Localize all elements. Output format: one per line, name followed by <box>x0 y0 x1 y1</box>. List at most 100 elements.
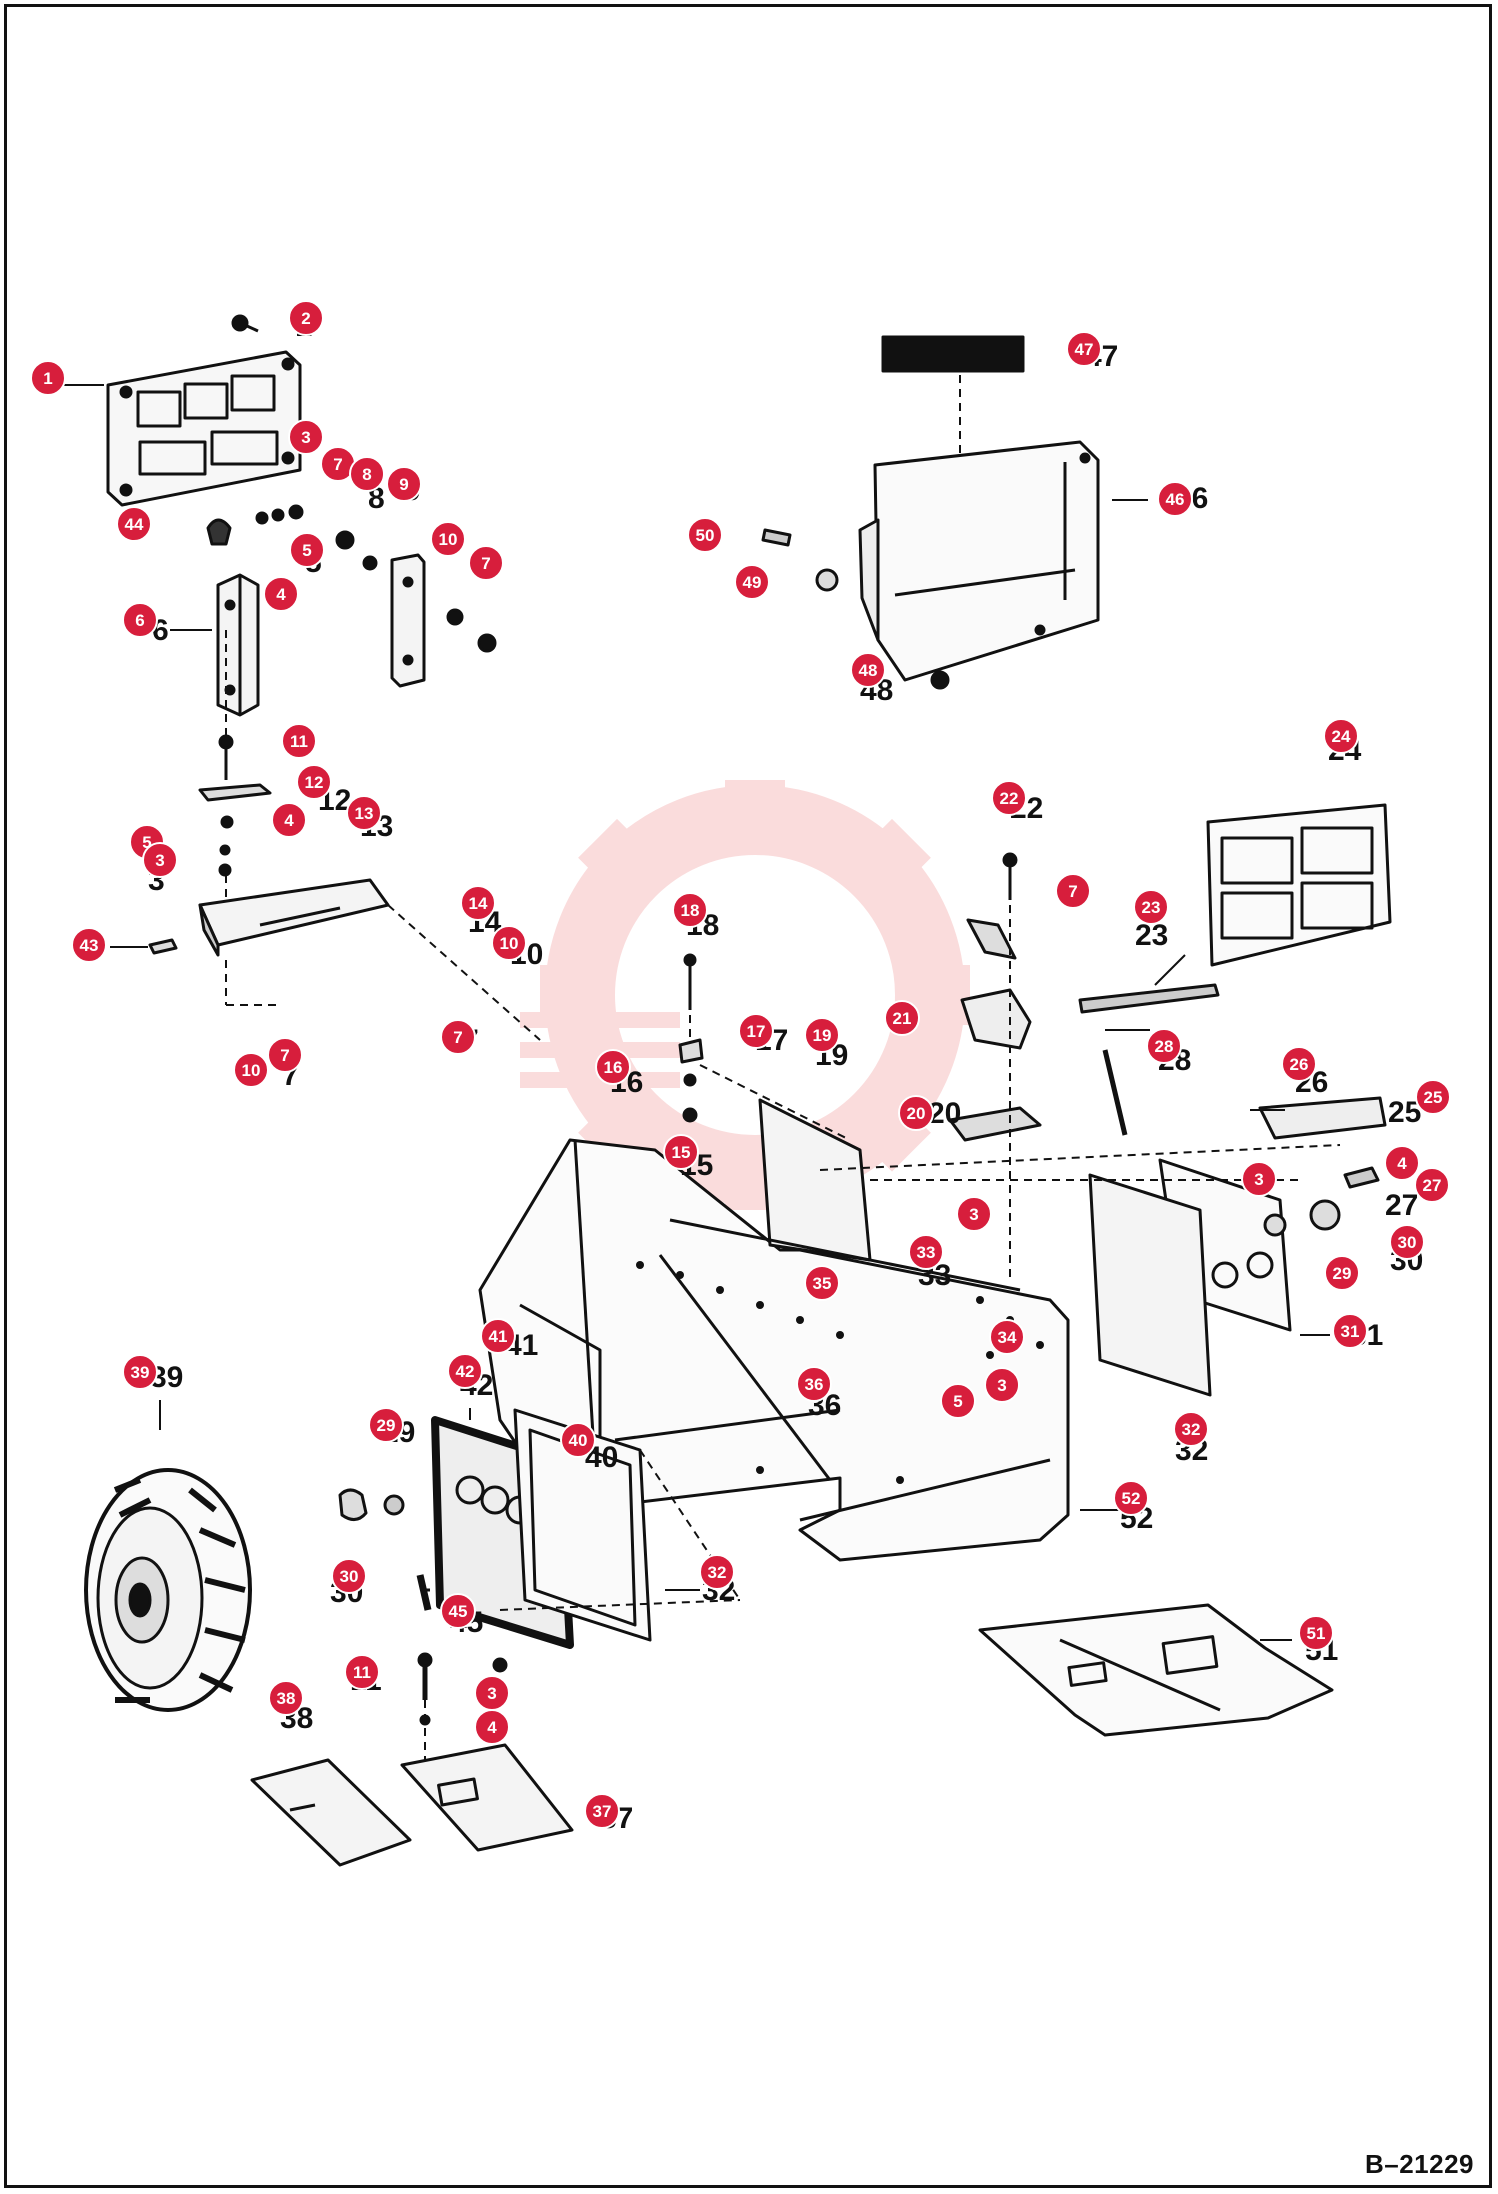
callout-44: 44 <box>116 506 152 542</box>
callout-circle <box>687 517 723 553</box>
callout-circle <box>1281 1046 1317 1082</box>
callout-number: 14 <box>469 894 488 913</box>
callout-circle <box>1157 481 1193 517</box>
callout-45: 45 <box>440 1593 476 1629</box>
callout-number: 22 <box>1000 789 1019 808</box>
panel-hardware <box>206 504 497 653</box>
callout-circle <box>984 1367 1020 1403</box>
callout-11: 11 <box>281 723 317 759</box>
callout-circle <box>1066 331 1102 367</box>
callout-42: 42 <box>447 1353 483 1389</box>
callout-number: 46 <box>1166 490 1185 509</box>
callout-circle <box>386 466 422 502</box>
callout-circle <box>122 1354 158 1390</box>
callout-number: 6 <box>135 611 144 630</box>
callout-29: 29 <box>1324 1255 1360 1291</box>
callout-number: 39 <box>131 1363 150 1382</box>
callout-circle <box>734 564 770 600</box>
callout-circle <box>1324 1255 1360 1291</box>
floor-plate <box>978 1603 1334 1737</box>
callout-21: 21 <box>884 1000 920 1036</box>
callout-32: 32 <box>1173 1411 1209 1447</box>
callout-number: 5 <box>142 833 151 852</box>
callout-19: 19 <box>804 1017 840 1053</box>
callout-circle <box>699 1554 735 1590</box>
callout-number: 3 <box>155 851 164 870</box>
callout-7: 7 <box>267 1037 303 1073</box>
callout-7: 7 <box>440 1019 476 1055</box>
callout-circle <box>796 1366 832 1402</box>
callout-48: 48 <box>850 652 886 688</box>
right-side-cover <box>1088 1158 1292 1397</box>
callout-circle <box>122 602 158 638</box>
bolt-and-plate <box>198 734 272 877</box>
callout-circle <box>349 456 385 492</box>
callout-number: 7 <box>280 1046 289 1065</box>
callout-number: 4 <box>276 585 286 604</box>
rear-window-frame <box>1206 803 1392 967</box>
callout-number: 23 <box>1142 898 1161 917</box>
callout-circle <box>804 1265 840 1301</box>
callout-number: 10 <box>500 934 519 953</box>
callout-46: 46 <box>1157 481 1193 517</box>
callout-number: 3 <box>997 1376 1006 1395</box>
plain-label: 27 <box>1385 1189 1418 1222</box>
callout-40: 40 <box>560 1422 596 1458</box>
callout-4: 4 <box>474 1709 510 1745</box>
callout-47: 47 <box>1066 331 1102 367</box>
callout-number: 8 <box>362 465 371 484</box>
callout-29: 29 <box>368 1407 404 1443</box>
callout-51: 51 <box>1298 1615 1334 1651</box>
callout-number: 18 <box>681 901 700 920</box>
callout-3: 3 <box>288 419 324 455</box>
callout-34: 34 <box>989 1319 1025 1355</box>
callout-26: 26 <box>1281 1046 1317 1082</box>
callout-10: 10 <box>491 925 527 961</box>
bobcat-logo-decal <box>881 335 1025 373</box>
callout-circle <box>430 521 466 557</box>
callout-circle <box>738 1013 774 1049</box>
callout-circle <box>233 1052 269 1088</box>
callout-30: 30 <box>1389 1224 1425 1260</box>
callout-7: 7 <box>1055 873 1091 909</box>
rear-cover <box>858 440 1100 682</box>
callout-circle <box>663 1134 699 1170</box>
callout-number: 2 <box>301 309 310 328</box>
callout-number: 38 <box>277 1689 296 1708</box>
callout-number: 11 <box>290 732 308 751</box>
callout-circle <box>271 802 307 838</box>
callout-circle <box>71 927 107 963</box>
callout-number: 34 <box>998 1328 1017 1347</box>
center-hardware <box>678 953 704 1123</box>
callout-circle <box>991 780 1027 816</box>
callout-17: 17 <box>738 1013 774 1049</box>
callout-35: 35 <box>804 1265 840 1301</box>
callout-23: 23 <box>1133 889 1169 925</box>
callout-2: 2 <box>288 300 324 336</box>
callout-24: 24 <box>1323 718 1359 754</box>
callout-16: 16 <box>595 1049 631 1085</box>
callout-number: 11 <box>353 1663 371 1682</box>
left-bracket <box>216 573 260 717</box>
callout-circle <box>1055 873 1091 909</box>
callout-circle <box>584 1793 620 1829</box>
callout-11: 11 <box>344 1654 380 1690</box>
callout-circle <box>560 1422 596 1458</box>
callout-3: 3 <box>956 1196 992 1232</box>
callout-circle <box>288 300 324 336</box>
callout-circle <box>672 892 708 928</box>
access-plate-left <box>250 1758 412 1867</box>
callout-circle <box>474 1709 510 1745</box>
assembly-dashed-lines <box>225 375 1341 1760</box>
callout-number: 33 <box>917 1243 936 1262</box>
callout-4: 4 <box>1384 1145 1420 1181</box>
callout-number: 4 <box>1397 1154 1407 1173</box>
callout-number: 44 <box>125 515 144 534</box>
callout-5: 5 <box>940 1383 976 1419</box>
callout-circle <box>116 506 152 542</box>
callout-circle <box>268 1680 304 1716</box>
callout-3: 3 <box>984 1367 1020 1403</box>
callout-circle <box>956 1196 992 1232</box>
